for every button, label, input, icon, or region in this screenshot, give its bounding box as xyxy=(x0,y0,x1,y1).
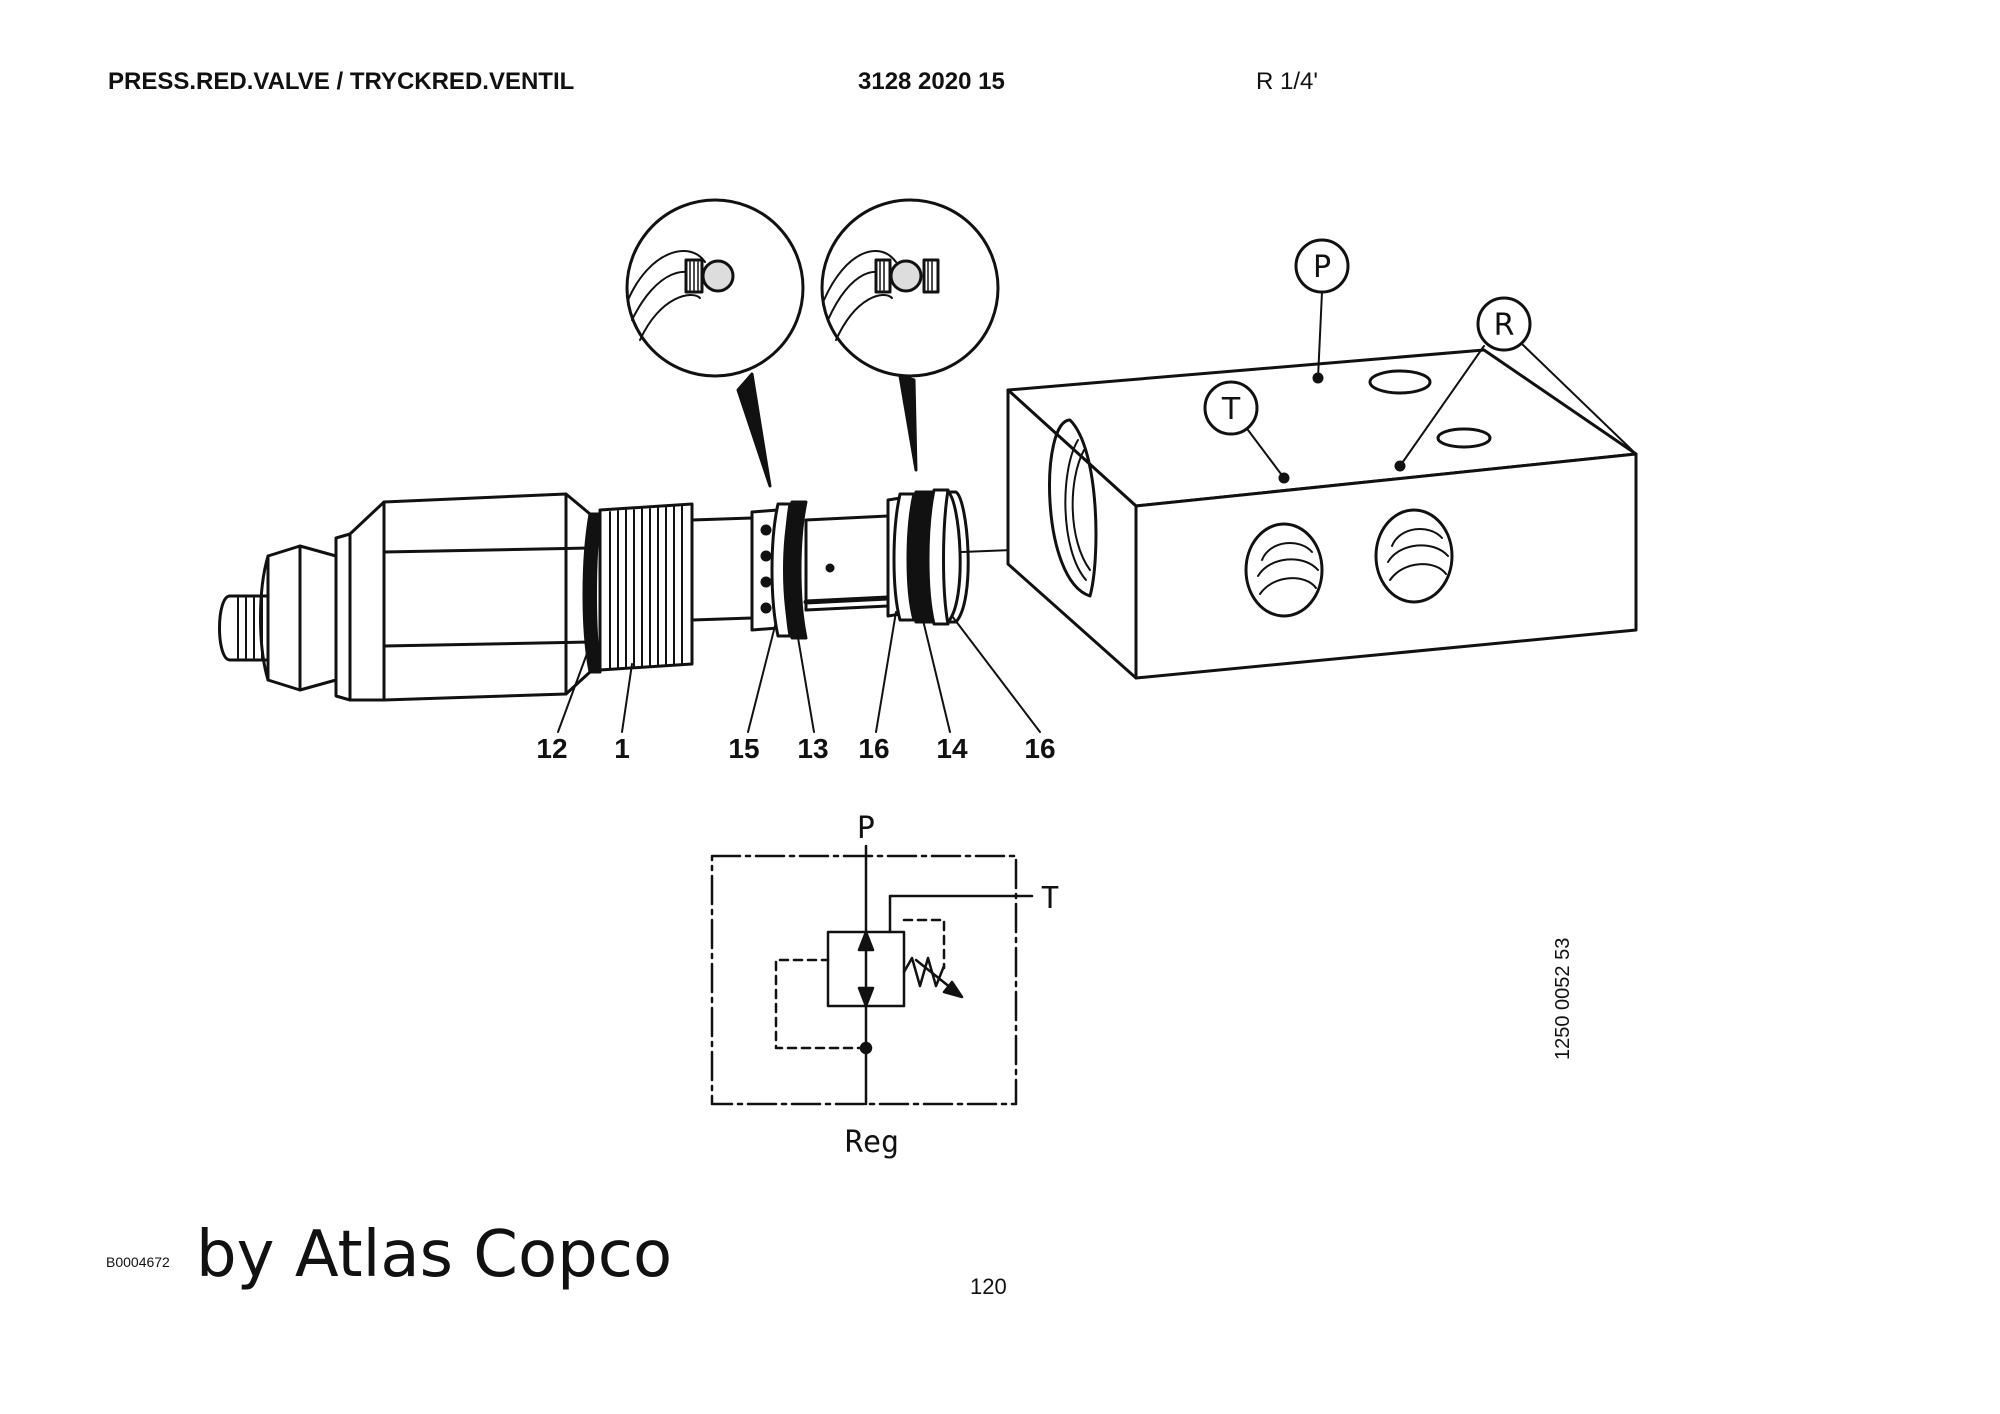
schematic-reg-label: Reg xyxy=(845,1125,899,1160)
seal-detail-right xyxy=(820,198,1000,472)
callout-label: 13 xyxy=(797,733,828,764)
port-label-t: T xyxy=(1221,392,1241,427)
schematic-port-t: T xyxy=(1041,881,1059,916)
page-number: 120 xyxy=(970,1274,1007,1299)
document-title: PRESS.RED.VALVE / TRYCKRED.VENTIL xyxy=(108,68,575,95)
callout-leaders xyxy=(557,611,1041,733)
valve-cartridge xyxy=(218,488,1013,702)
callout-label: 16 xyxy=(858,733,889,764)
thread-size: R 1/4' xyxy=(1256,68,1318,95)
callout-label: 14 xyxy=(936,733,968,764)
part-number: 3128 2020 15 xyxy=(858,68,1005,95)
drawing-code: 1250 0052 53 xyxy=(1552,937,1574,1060)
callout-label: 12 xyxy=(536,733,567,764)
callout-label: 1 xyxy=(614,733,630,764)
port-label-p: P xyxy=(1313,250,1331,285)
callout-label: 15 xyxy=(728,733,759,764)
brand-logo: by Atlas Copco xyxy=(196,1218,673,1292)
seal-detail-left xyxy=(625,198,805,488)
callout-label: 16 xyxy=(1024,733,1055,764)
footer-code: B0004672 xyxy=(106,1254,170,1270)
hydraulic-schematic xyxy=(710,844,1034,1106)
schematic-port-p: P xyxy=(857,811,875,846)
port-label-r: R xyxy=(1494,308,1515,343)
manifold-block xyxy=(1006,238,1638,680)
